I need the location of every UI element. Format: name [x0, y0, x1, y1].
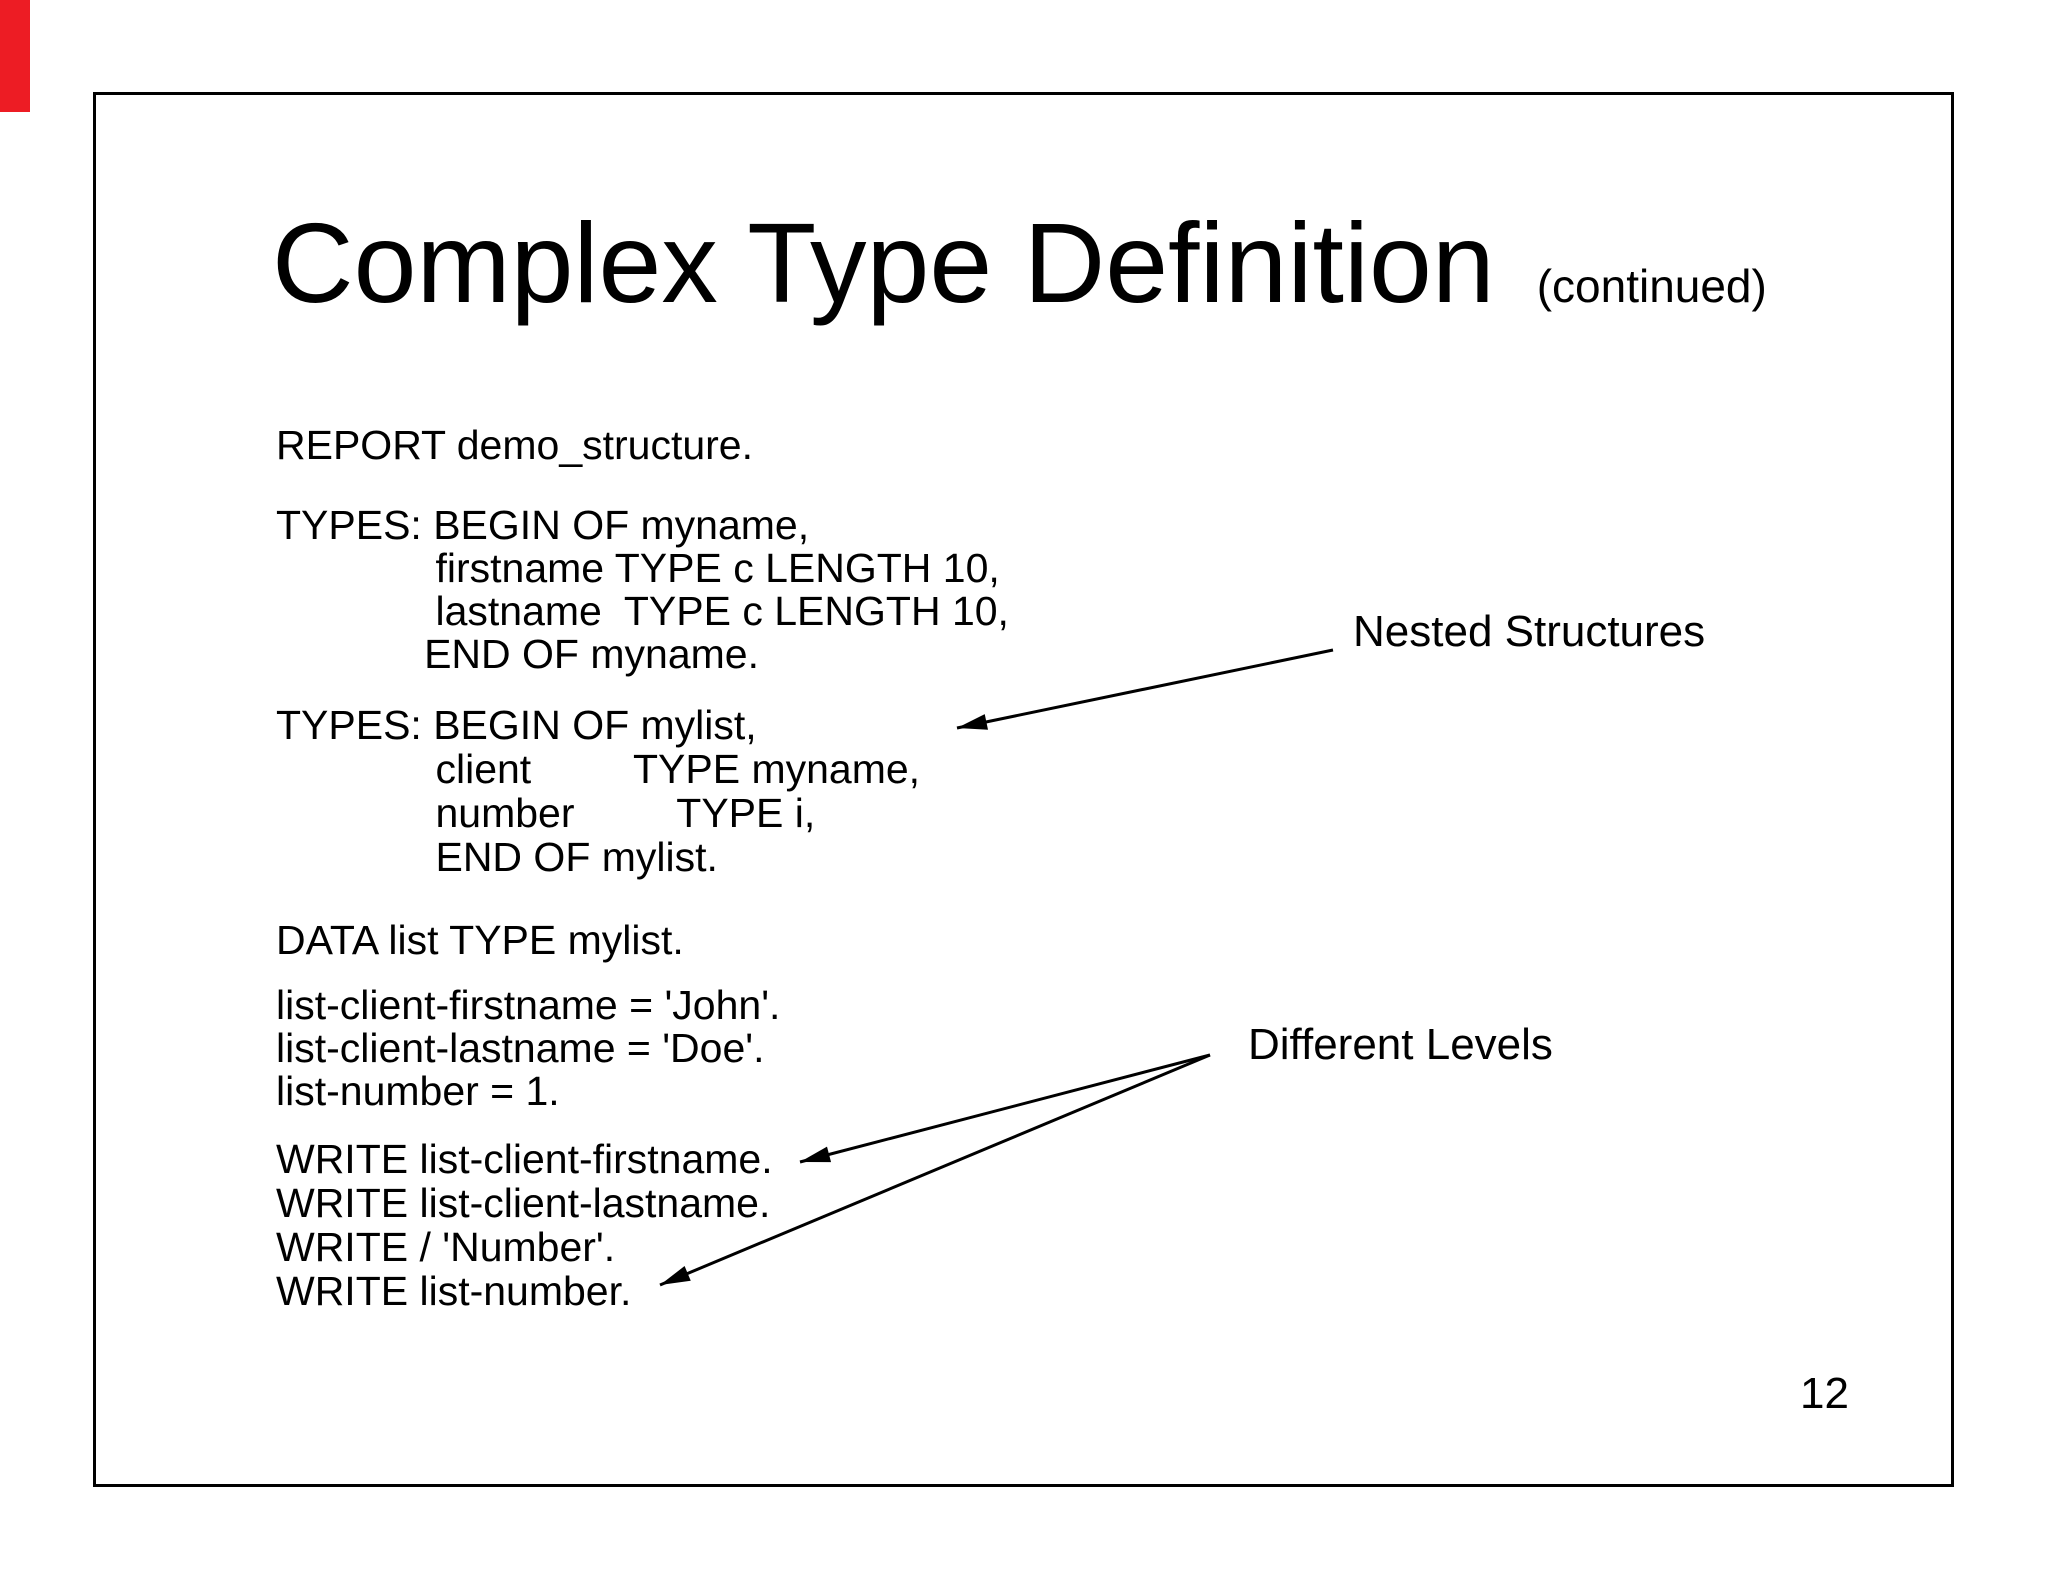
slide-title: Complex Type Definition(continued) [272, 207, 1767, 343]
code-line: DATA list TYPE mylist. [276, 917, 684, 963]
code-line: list-client-lastname = 'Doe'. [276, 1025, 765, 1071]
code-block-assignments: list-client-firstname = 'John'. list-cli… [276, 984, 780, 1113]
code-line: WRITE list-client-firstname. [276, 1136, 773, 1182]
code-line: END OF myname. [276, 631, 759, 677]
code-line: TYPES: BEGIN OF mylist, [276, 702, 757, 748]
code-line: TYPES: BEGIN OF myname, [276, 502, 810, 548]
code-line: list-client-firstname = 'John'. [276, 982, 781, 1028]
code-line: list-number = 1. [276, 1068, 560, 1114]
code-line: WRITE list-client-lastname. [276, 1180, 771, 1226]
code-line: WRITE / 'Number'. [276, 1224, 616, 1270]
red-corner-mark [0, 0, 30, 112]
code-line: number TYPE i, [276, 790, 816, 836]
code-block-report: REPORT demo_structure. [276, 424, 753, 467]
page-number: 12 [1800, 1369, 1849, 1418]
code-line: firstname TYPE c LENGTH 10, [276, 545, 1000, 591]
code-line: REPORT demo_structure. [276, 422, 754, 468]
code-line: lastname TYPE c LENGTH 10, [276, 588, 1009, 634]
annotation-different-levels: Different Levels [1248, 1020, 1553, 1069]
code-line: WRITE list-number. [276, 1268, 632, 1314]
code-line: client TYPE myname, [276, 746, 921, 792]
slide-title-text: Complex Type Definition [272, 200, 1495, 326]
code-line: END OF mylist. [276, 834, 718, 880]
annotation-nested-structures: Nested Structures [1353, 607, 1706, 656]
code-block-types-myname: TYPES: BEGIN OF myname, firstname TYPE c… [276, 504, 1009, 676]
slide-title-suffix: (continued) [1536, 260, 1767, 312]
code-block-data: DATA list TYPE mylist. [276, 919, 684, 962]
code-block-types-mylist: TYPES: BEGIN OF mylist, client TYPE myna… [276, 703, 920, 879]
code-block-write: WRITE list-client-firstname. WRITE list-… [276, 1137, 773, 1313]
